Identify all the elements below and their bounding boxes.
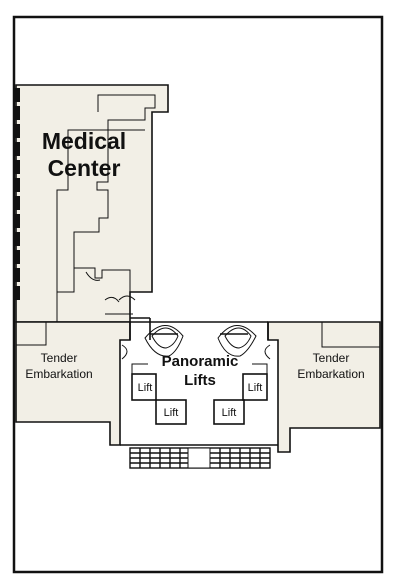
medical-center-area [15,84,169,323]
panoramic-lifts-label-1: Panoramic [162,353,239,370]
hull-windows [14,88,20,300]
tender-right-partition [321,322,380,348]
medical-inner-wall [56,129,145,292]
lift-lobby-wall [129,317,269,340]
lift-label-3: Lift [222,407,237,419]
medical-fixture [85,271,101,281]
lift-label-4: Lift [248,382,263,394]
panoramic-lifts-label-2: Lifts [184,372,216,389]
medical-center-label-1: Medical [42,128,126,154]
tender-right-label-2: Embarkation [297,367,364,381]
tender-right-label-1: Tender [313,351,350,365]
tender-left-partition [16,322,47,346]
panoramic-lift-right [217,325,257,357]
lift-label-2: Lift [164,407,179,419]
tender-left-label-1: Tender [41,351,78,365]
lift-label-1: Lift [138,382,153,394]
tender-embarkation-right [267,321,381,453]
medical-center-label-2: Center [48,155,121,181]
medical-door [104,295,136,315]
lift-shafts [131,363,268,425]
medical-center-corridor [56,94,156,322]
lobby-doors [121,344,271,360]
staircase [129,447,271,469]
panoramic-lift-left [144,325,184,357]
tender-left-label-2: Embarkation [25,367,92,381]
